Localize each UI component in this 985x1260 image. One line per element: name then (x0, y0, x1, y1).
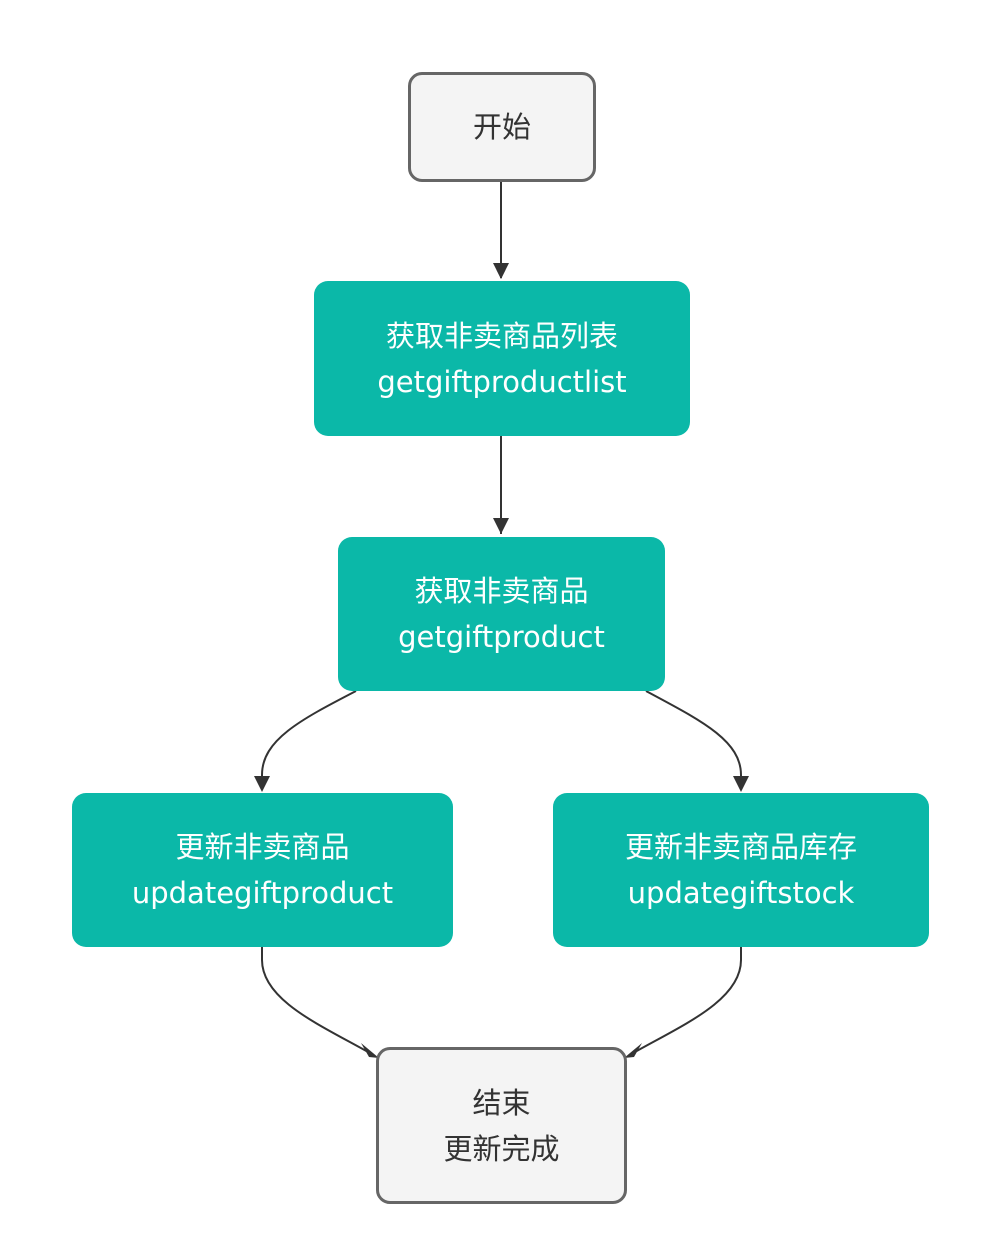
edge-get-to-update-product (261, 690, 357, 790)
get-gift-product-list-node[interactable]: 获取非卖商品列表 getgiftproductlist (314, 281, 690, 436)
start-node[interactable]: 开始 (408, 72, 596, 182)
end-node-label: 结束 (472, 1085, 531, 1120)
update-gift-stock-node[interactable]: 更新非卖商品库存 updategiftstock (553, 793, 929, 947)
update-gift-stock-api: updategiftstock (627, 876, 855, 910)
edge-update-stock-to-end (634, 947, 742, 1053)
edge-get-to-update-stock (645, 690, 742, 790)
edge-get-to-update-product-arrowhead (254, 776, 270, 792)
edge-update-product-to-end (261, 947, 369, 1053)
edge-update-product-to-end-arrowhead (361, 1043, 379, 1058)
edge-list-to-get-arrowhead (493, 518, 509, 534)
get-gift-product-title: 获取非卖商品 (414, 574, 589, 608)
end-node[interactable]: 结束 更新完成 (376, 1047, 627, 1204)
get-gift-product-list-api: getgiftproductlist (377, 364, 627, 399)
update-gift-product-title: 更新非卖商品 (175, 830, 350, 864)
edge-get-to-update-stock-arrowhead (733, 776, 749, 792)
get-gift-product-api: getgiftproduct (398, 620, 605, 654)
edge-update-stock-to-end-arrowhead (624, 1043, 642, 1058)
update-gift-stock-title: 更新非卖商品库存 (624, 830, 857, 864)
end-node-sublabel: 更新完成 (443, 1131, 560, 1166)
start-node-label: 开始 (472, 110, 531, 144)
update-gift-product-node[interactable]: 更新非卖商品 updategiftproduct (72, 793, 453, 947)
get-gift-product-list-title: 获取非卖商品列表 (385, 318, 618, 353)
update-gift-product-api: updategiftproduct (131, 876, 394, 910)
get-gift-product-node[interactable]: 获取非卖商品 getgiftproduct (338, 537, 665, 691)
edge-start-to-list-arrowhead (493, 263, 509, 279)
